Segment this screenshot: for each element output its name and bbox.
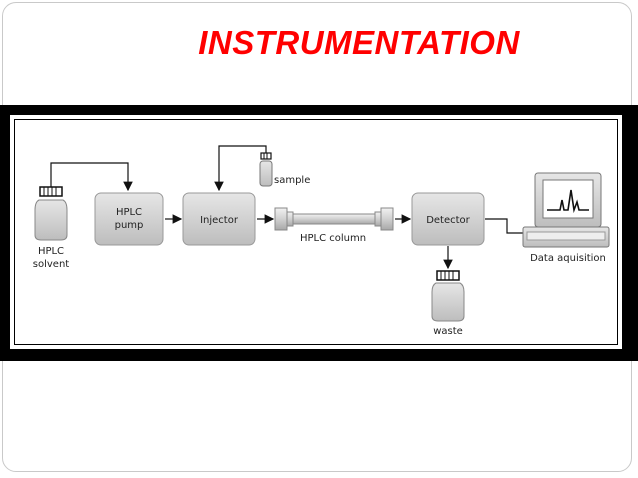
detector-to-computer-line <box>485 218 523 234</box>
data-acquisition-label: Data aquisition <box>530 253 606 264</box>
computer-monitor-icon <box>522 172 610 248</box>
pump-box <box>94 192 164 246</box>
waste-bottle-icon <box>431 270 465 322</box>
diagram-inner-border: HPLC solvent HPLC pump Injector <box>7 112 625 352</box>
injector-box <box>182 192 256 246</box>
column-label: HPLC column <box>300 233 366 244</box>
solvent-to-pump-line <box>50 162 133 192</box>
waste-label: waste <box>433 326 463 337</box>
sample-vial-icon <box>259 152 273 187</box>
pump-label-line1: HPLC <box>116 207 142 218</box>
hplc-diagram: HPLC solvent HPLC pump Injector <box>33 145 610 337</box>
slide-title: INSTRUMENTATION <box>198 24 520 61</box>
solvent-label-line2: solvent <box>33 259 70 270</box>
hplc-column-icon <box>274 207 394 231</box>
solvent-bottle-icon <box>34 186 68 241</box>
detector-box <box>411 192 485 246</box>
sample-to-injector-line <box>214 145 267 192</box>
diagram-frame: HPLC solvent HPLC pump Injector <box>0 105 638 361</box>
sample-label: sample <box>274 175 310 186</box>
pump-label-line2: pump <box>115 220 144 231</box>
solvent-label-line1: HPLC <box>38 246 64 257</box>
diagram-canvas: HPLC solvent HPLC pump Injector <box>14 119 618 345</box>
injector-label: Injector <box>200 215 239 226</box>
detector-label: Detector <box>426 215 470 226</box>
